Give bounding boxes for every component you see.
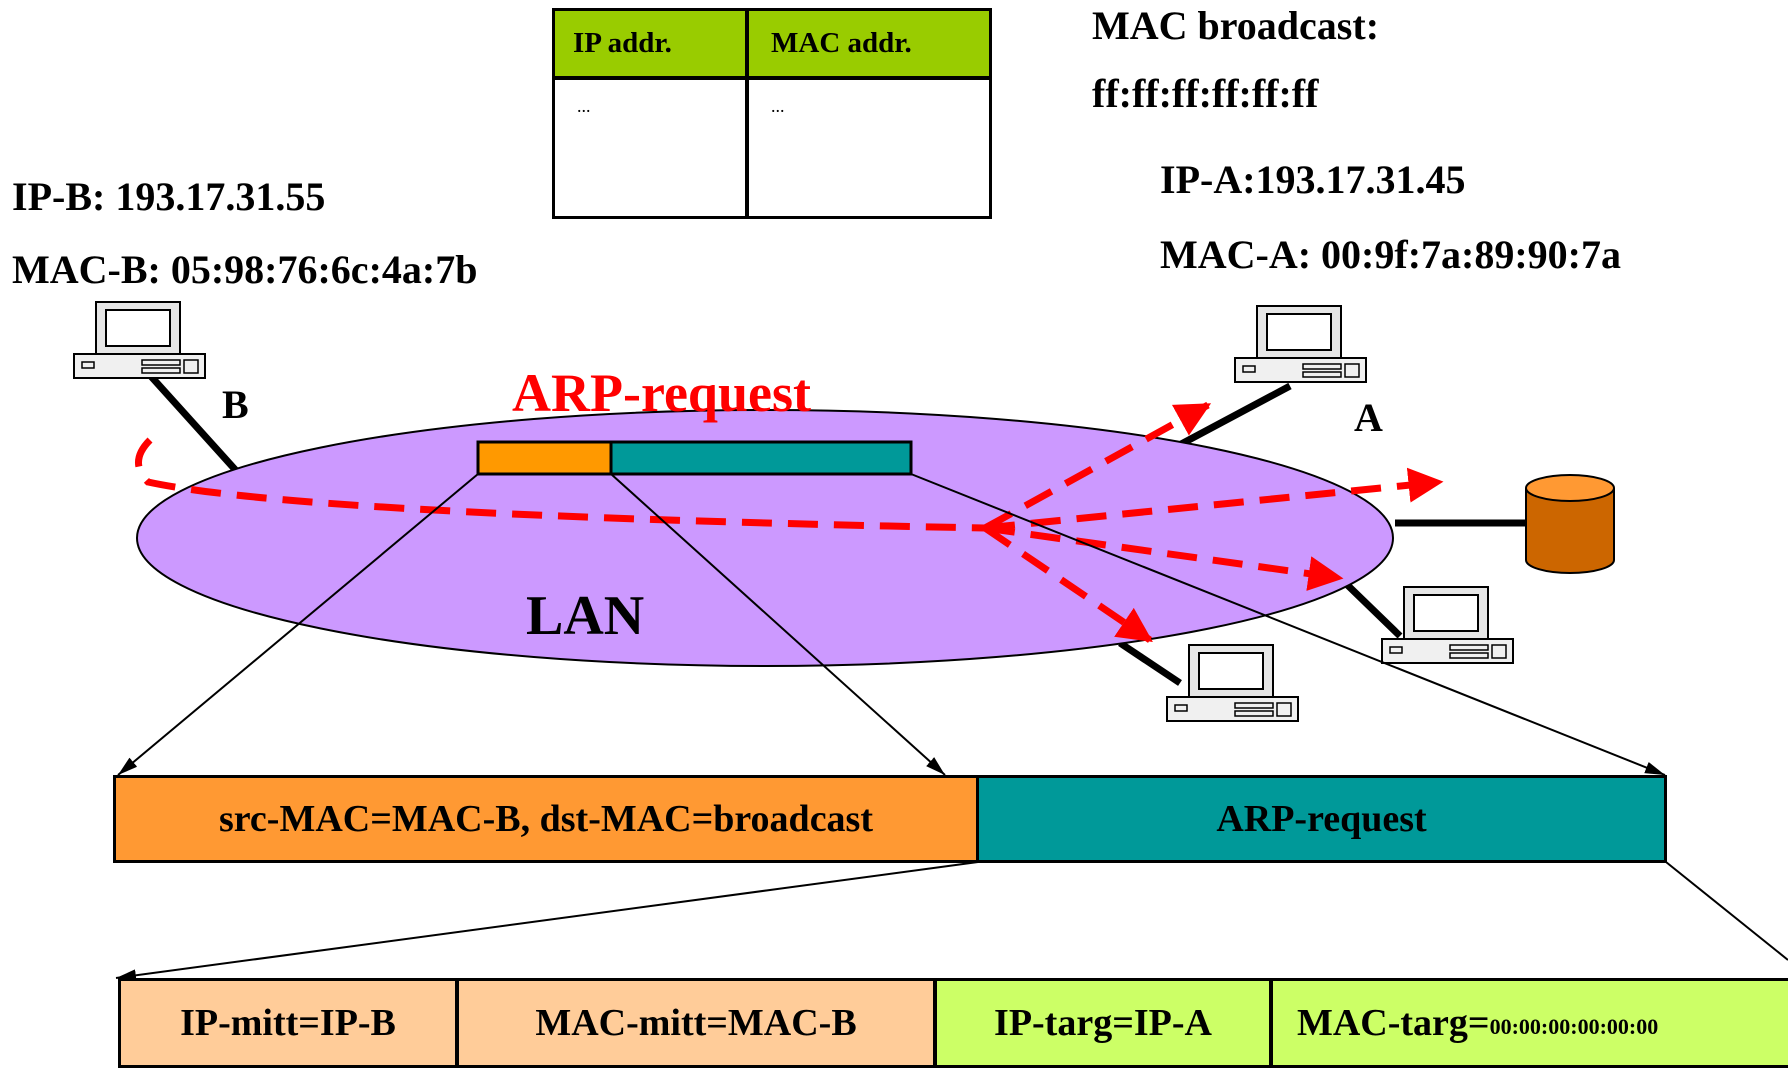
arp-table-header-ip-label: IP addr. (573, 27, 672, 59)
packet-payload-block (609, 440, 913, 476)
zoom-line-fields-left (115, 861, 979, 982)
host-b-ip: IP-B: 193.17.31.55 (12, 174, 326, 219)
arrow-to-storage (984, 467, 1444, 532)
host-b-label: B (222, 382, 249, 427)
zoom-line-mid (610, 473, 946, 776)
field-ip-sender-label: IP-mitt=IP-B (180, 1002, 396, 1044)
computer-c-icon (1166, 644, 1299, 722)
field-mac-target-value: 00:00:00:00:00:00 (1489, 1014, 1659, 1039)
broadcast-label: MAC broadcast: (1092, 3, 1380, 48)
arp-table-header-mac: MAC addr. (746, 8, 992, 79)
host-a-ip: IP-A:193.17.31.45 (1160, 157, 1466, 202)
field-mac-sender: MAC-mitt=MAC-B (456, 978, 936, 1068)
broadcast-address: ff:ff:ff:ff:ff:ff (1092, 71, 1319, 116)
field-mac-target: MAC-targ=00:00:00:00:00:00 (1270, 978, 1788, 1068)
arrow-to-c (983, 525, 1153, 643)
broadcast-path (135, 437, 986, 532)
arp-table-ip-value: ... (577, 96, 591, 116)
arp-table-header-mac-label: MAC addr. (771, 27, 912, 59)
zoom-line-left (117, 473, 479, 776)
arp-table-header-ip: IP addr. (552, 8, 748, 79)
arp-table-cell-mac: ... (746, 77, 992, 219)
arrow-to-a (983, 401, 1212, 532)
field-ip-target: IP-targ=IP-A (934, 978, 1272, 1068)
host-a-mac: MAC-A: 00:9f:7a:89:90:7a (1160, 232, 1621, 277)
field-ip-target-label: IP-targ=IP-A (994, 1002, 1212, 1044)
frame-payload-label: ARP-request (1216, 798, 1427, 840)
frame-payload: ARP-request (976, 775, 1667, 863)
arrow-to-d (984, 524, 1344, 591)
computer-a-icon (1234, 305, 1367, 383)
computer-d-icon (1381, 586, 1514, 664)
host-c-link (1118, 640, 1182, 686)
lan-label: LAN (526, 585, 645, 647)
zoom-line-fields-right (1665, 861, 1788, 961)
storage-cylinder-icon (1525, 474, 1615, 574)
field-mac-sender-label: MAC-mitt=MAC-B (535, 1002, 857, 1044)
host-a-label: A (1354, 395, 1383, 440)
arp-table-cell-ip: ... (552, 77, 748, 219)
computer-b-icon (73, 301, 206, 379)
zoom-line-right (910, 473, 1666, 776)
host-b-mac: MAC-B: 05:98:76:6c:4a:7b (12, 247, 478, 292)
frame-header: src-MAC=MAC-B, dst-MAC=broadcast (113, 775, 979, 863)
field-mac-target-prefix: MAC-targ= (1297, 1002, 1490, 1044)
host-b-link (145, 370, 243, 478)
field-ip-sender: IP-mitt=IP-B (118, 978, 458, 1068)
arp-table-mac-value: ... (771, 96, 785, 116)
frame-header-label: src-MAC=MAC-B, dst-MAC=broadcast (218, 798, 874, 840)
packet-header-block (476, 440, 613, 476)
host-a-link (1168, 382, 1292, 454)
packet-title: ARP-request (512, 363, 811, 423)
